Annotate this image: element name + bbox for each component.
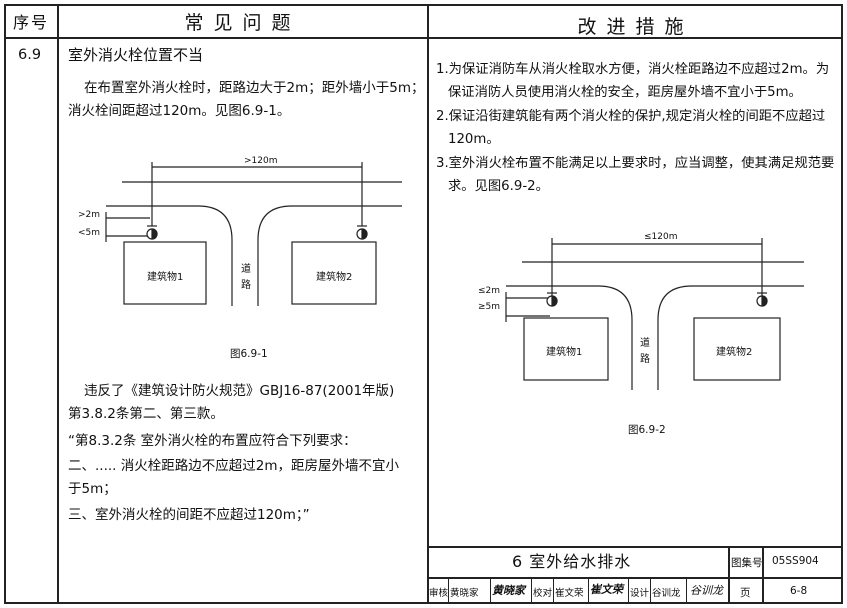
titleblock-div-b	[762, 546, 764, 604]
titleblock-sig-div-7	[650, 578, 651, 604]
violation-line-3: “第8.3.2条 室外消火栓的布置应符合下列要求：	[68, 433, 357, 449]
measure-line-5: 3.室外消火栓布置不能满足以上要求时，应当调整，使其满足规范要	[436, 156, 835, 171]
measure-line-1: 1.为保证消防车从消火栓取水方便，消火栓距路边不应超过2m。为	[436, 62, 830, 77]
checker-signature: 崔文荣	[590, 583, 623, 596]
titleblock-sig-div-8	[686, 578, 687, 604]
titleblock-div-a	[728, 546, 730, 604]
fig2-road-char-1: 道	[640, 338, 650, 349]
hydrant-icon	[146, 225, 368, 240]
fig1-caption: 图6.9-1	[230, 348, 268, 360]
measure-line-3: 2.保证沿街建筑能有两个消火栓的保护,规定消火栓的间距不应超过	[436, 109, 826, 124]
fig2-building-2: 建筑物2	[716, 347, 753, 358]
violation-line-6: 三、室外消火栓的间距不应超过120m；”	[68, 507, 310, 523]
reviewer-name: 黄晓家	[450, 588, 479, 599]
design-label: 设计	[630, 588, 650, 599]
item-title: 室外消火栓位置不当	[68, 46, 204, 64]
fig1-road-char-1: 道	[241, 264, 251, 275]
titleblock-sig-div-3	[531, 578, 532, 604]
titleblock-mid	[427, 577, 843, 579]
fig1-building-2: 建筑物2	[316, 272, 353, 283]
designer-name: 谷训龙	[652, 588, 681, 599]
fig2-road-distance-label: ≤2m	[478, 286, 501, 296]
fig2-building-1: 建筑物1	[546, 347, 583, 358]
atlas-number: 05SS904	[772, 555, 819, 567]
titleblock-sig-div-2	[490, 578, 491, 604]
titleblock-sig-div-6	[628, 578, 629, 604]
violation-line-2: 第3.8.2条第二、第三款。	[68, 406, 224, 422]
checker-name: 崔文荣	[555, 588, 584, 599]
header-measure: 改进措施	[577, 16, 694, 38]
violation-line-1: 违反了《建筑设计防火规范》GBJ16-87(2001年版)	[84, 383, 395, 399]
col-divider-2	[427, 4, 429, 604]
description-line-2: 消火栓间距超过120m。见图6.9-1。	[68, 103, 291, 119]
designer-signature: 谷训龙	[690, 584, 723, 597]
page-number: 6-8	[790, 585, 808, 597]
titleblock-sig-div-5	[588, 578, 589, 604]
atlas-label: 图集号	[731, 557, 763, 569]
description-line-1: 在布置室外消火栓时，距路边大于2m；距外墙小于5m；	[84, 80, 425, 96]
fig2-spacing-label: ≤120m	[644, 232, 678, 242]
titleblock-sig-div-4	[553, 578, 554, 604]
measure-line-4: 120m。	[448, 132, 500, 147]
fig2-road-char-2: 路	[640, 354, 650, 365]
header-no: 序号	[12, 13, 49, 32]
fig2-wall-distance-label: ≥5m	[478, 302, 501, 312]
chapter-title: 6 室外给水排水	[512, 552, 632, 571]
fig1-building-1: 建筑物1	[147, 272, 184, 283]
measure-line-6: 求。见图6.9-2。	[448, 179, 549, 194]
page-label: 页	[740, 587, 751, 599]
fig1-road-char-2: 路	[241, 280, 251, 291]
violation-line-5: 于5m；	[68, 481, 117, 497]
fig2-caption: 图6.9-2	[628, 424, 666, 436]
check-label: 校对	[533, 588, 553, 599]
item-number: 6.9	[18, 47, 42, 63]
fig1-road-distance-label: >2m	[78, 210, 101, 220]
drawing-frame	[4, 4, 843, 604]
fig1-wall-distance-label: <5m	[78, 228, 101, 238]
measure-line-2: 保证消防人员使用消火栓的安全，距房屋外墙不宜小于5m。	[448, 85, 802, 100]
titleblock-top	[427, 546, 843, 548]
review-label: 审核	[429, 588, 449, 599]
fig1-spacing-label: >120m	[244, 156, 278, 166]
reviewer-signature: 黄晓家	[492, 584, 525, 597]
col-divider-1	[57, 4, 59, 604]
header-underline	[4, 37, 843, 39]
titleblock-sig-div-1	[448, 578, 449, 604]
hydrant-icon	[546, 292, 768, 307]
violation-line-4: 二、..... 消火栓距路边不应超过2m，距房屋外墙不宜小	[68, 458, 399, 474]
header-problem: 常见问题	[184, 12, 301, 34]
